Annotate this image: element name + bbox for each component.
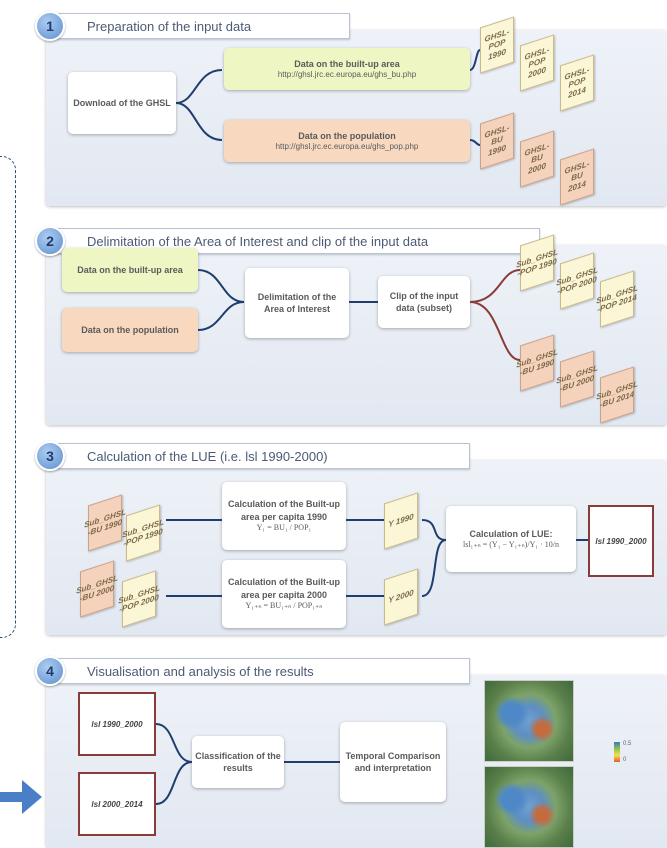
legend-low-label: 0 <box>623 757 627 763</box>
section-4-number: 4 <box>35 656 65 686</box>
calc-1990-formula: Y₁ = BU₁ / POP₁ <box>256 522 312 532</box>
delimitation-label: Delimitation of the Area of Interest <box>257 291 337 314</box>
result-2000-2014-label: lsl 2000_2014 <box>91 799 143 809</box>
section-3-number: 3 <box>35 441 65 471</box>
lue-result-box: lsl 1990_2000 <box>588 505 654 577</box>
section-2-title: Delimitation of the Area of Interest and… <box>87 234 429 249</box>
classification-box: Classification of the results <box>192 736 284 788</box>
calc-2000-formula: Y₁₊ₙ = BU₁₊ₙ / POP₁₊ₙ <box>245 600 323 610</box>
temporal-comparison-label: Temporal Comparison and interpretation <box>345 750 441 773</box>
lue-calc-formula: lsl₁₊ₙ = (Y₁ − Y₁₊ₙ)/Y₁ · 10/n <box>462 539 560 549</box>
temporal-comparison-box: Temporal Comparison and interpretation <box>340 722 446 802</box>
section-3-title: Calculation of the LUE (i.e. lsl 1990-20… <box>87 449 328 464</box>
lue-map-1990-2000 <box>484 680 574 762</box>
result-1990-2000-label: lsl 1990_2000 <box>91 719 143 729</box>
download-ghsl-label: Download of the GHSL <box>73 97 171 108</box>
lue-calc-box: Calculation of LUE: lsl₁₊ₙ = (Y₁ − Y₁₊ₙ)… <box>446 506 576 572</box>
population-url: http://ghsl.jrc.ec.europa.eu/ghs_pop.php <box>275 141 419 151</box>
population-title: Data on the population <box>298 130 396 141</box>
built-up-url: http://ghsl.jrc.ec.europa.eu/ghs_bu.php <box>277 69 417 79</box>
download-ghsl-box: Download of the GHSL <box>68 72 176 134</box>
section-3-header: Calculation of the LUE (i.e. lsl 1990-20… <box>50 443 470 469</box>
result-1990-2000-box: lsl 1990_2000 <box>78 692 156 756</box>
section-1-number: 1 <box>35 11 65 41</box>
population-data-box: Data on the population http://ghsl.jrc.e… <box>224 120 470 162</box>
s2-population-label: Data on the population <box>81 324 179 335</box>
built-up-title: Data on the built-up area <box>294 58 400 69</box>
calc-2000-box: Calculation of the Built-up area per cap… <box>222 560 346 628</box>
legend-high-label: 0.5 <box>623 741 632 747</box>
built-up-data-box: Data on the built-up area http://ghsl.jr… <box>224 48 470 90</box>
map-legend-bar <box>614 742 620 762</box>
calc-2000-title: Calculation of the Built-up area per cap… <box>228 577 340 600</box>
clip-label: Clip of the input data (subset) <box>389 290 459 313</box>
lue-result-label: lsl 1990_2000 <box>595 536 647 546</box>
delimitation-box: Delimitation of the Area of Interest <box>245 268 349 338</box>
section-4-title: Visualisation and analysis of the result… <box>87 664 314 679</box>
clip-box: Clip of the input data (subset) <box>378 276 470 328</box>
result-2000-2014-box: lsl 2000_2014 <box>78 772 156 836</box>
s2-built-up-box: Data on the built-up area <box>62 248 198 292</box>
classification-label: Classification of the results <box>195 750 281 773</box>
s2-built-up-label: Data on the built-up area <box>77 264 183 275</box>
section-2-number: 2 <box>35 226 65 256</box>
section-4-header: Visualisation and analysis of the result… <box>50 658 470 684</box>
calc-1990-title: Calculation of the Built-up area per cap… <box>228 499 340 522</box>
calc-1990-box: Calculation of the Built-up area per cap… <box>222 482 346 550</box>
section-1-header: Preparation of the input data <box>50 13 350 39</box>
s2-population-box: Data on the population <box>62 308 198 352</box>
lue-calc-title: Calculation of LUE: <box>469 528 553 539</box>
section-1-title: Preparation of the input data <box>87 19 252 34</box>
